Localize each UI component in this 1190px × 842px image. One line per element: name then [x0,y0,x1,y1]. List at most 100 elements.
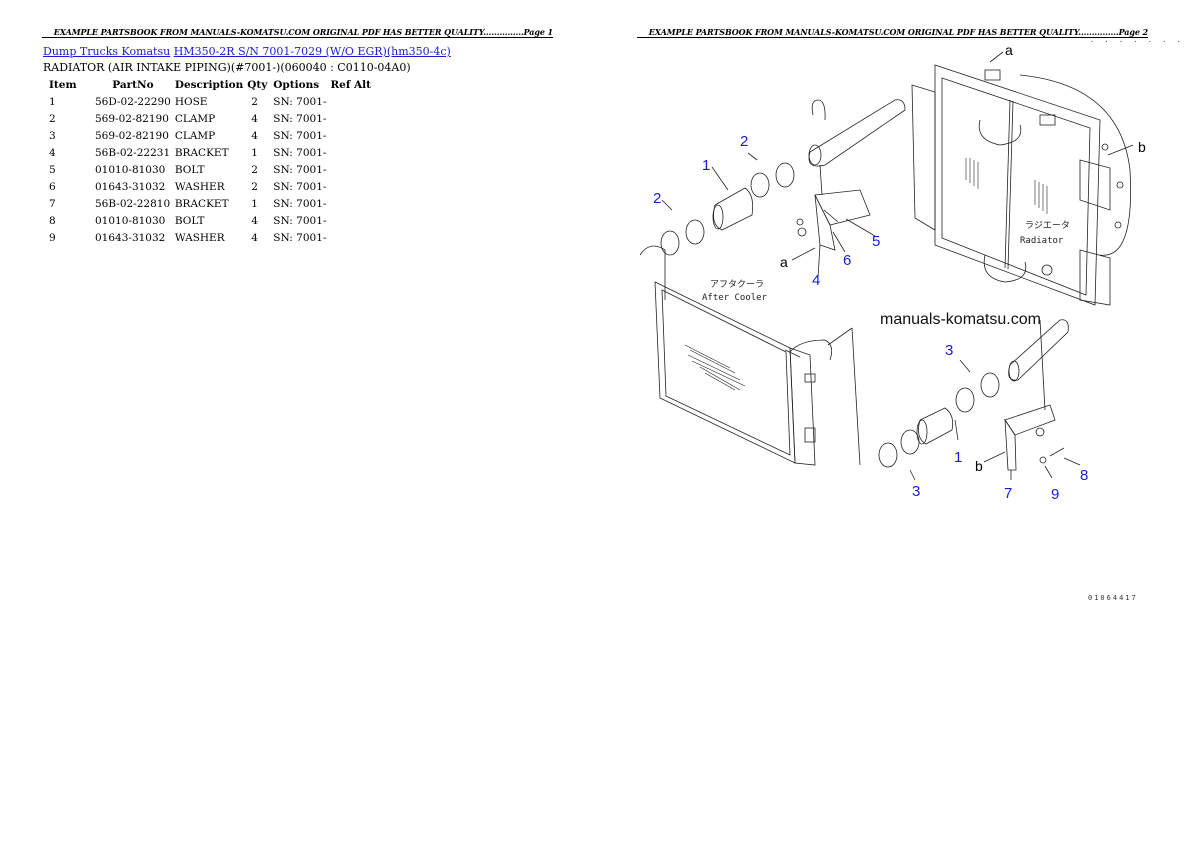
upper-pipe-assembly [660,99,906,279]
cell-options: SN: 7001- [273,112,327,125]
callout-7: 7 [1004,485,1012,502]
callout-9: 9 [1051,486,1059,503]
breadcrumb: Dump Trucks Komatsu HM350-2R S/N 7001-70… [43,45,451,58]
aftercooler-label: After Cooler [702,293,768,303]
callout-1: 1 [702,157,710,174]
cell-item: 4 [49,146,56,159]
cell-description: WASHER [174,231,225,244]
cell-options: SN: 7001- [273,214,327,227]
table-row: 6 01643-31032 WASHER 2 SN: 7001- [43,178,375,195]
radiator-drawing [911,64,1131,306]
ref-letter-a: a [1005,42,1013,58]
col-options: Options [273,78,320,91]
callout-2: 2 [653,190,661,207]
cell-description: HOSE [174,95,208,108]
callout-6: 6 [843,252,851,269]
cell-ref-alt [330,212,375,229]
cell-partno: 01643-31032 [95,180,166,193]
cell-item: 9 [49,231,56,244]
table-row: 2 569-02-82190 CLAMP 4 SN: 7001- [43,110,375,127]
ref-letter-b: b [975,458,983,474]
ref-letter-b: b [1138,139,1146,155]
cell-ref-alt [330,93,375,110]
cell-description: BOLT [174,163,205,176]
cell-qty: 1 [251,197,258,210]
cell-item: 2 [49,112,56,125]
callout-3: 3 [945,342,953,359]
cell-qty: 2 [251,163,258,176]
cell-partno: 56B-02-22810 [95,197,171,210]
cell-ref-alt [330,110,375,127]
cell-options: SN: 7001- [273,129,327,142]
cell-description: CLAMP [174,129,216,142]
callout-2: 2 [740,133,748,150]
col-description: Description [174,78,244,91]
table-row: 8 01010-81030 BOLT 4 SN: 7001- [43,212,375,229]
exploded-parts-diagram: ラジエータ Radiator アフタクーラ After Cooler manua… [640,42,1146,503]
cell-item: 3 [49,129,56,142]
lower-pipe-assembly [878,319,1081,481]
cell-description: CLAMP [174,112,216,125]
watermark: manuals-komatsu.com [880,311,1041,328]
cell-ref-alt [330,161,375,178]
cell-options: SN: 7001- [273,163,327,176]
table-row: 5 01010-81030 BOLT 2 SN: 7001- [43,161,375,178]
cell-partno: 56D-02-22290 [95,95,171,108]
cell-partno: 569-02-82190 [95,129,169,142]
cell-partno: 01010-81030 [95,214,166,227]
cell-item: 1 [49,95,56,108]
cell-options: SN: 7001- [273,146,327,159]
page-header: EXAMPLE PARTSBOOK FROM MANUALS-KOMATSU.C… [53,27,553,37]
cell-description: BRACKET [174,197,229,210]
table-row: 4 56B-02-22231 BRACKET 1 SN: 7001- [43,144,375,161]
cell-item: 6 [49,180,56,193]
table-row: 1 56D-02-22290 HOSE 2 SN: 7001- [43,93,375,110]
header-divider [637,37,1148,38]
cell-ref-alt [330,195,375,212]
table-row: 7 56B-02-22810 BRACKET 1 SN: 7001- [43,195,375,212]
cell-item: 5 [49,163,56,176]
dotted-mark: · · · · · · · [1090,38,1184,46]
aftercooler-label-jp: アフタクーラ [710,279,764,290]
cell-ref-alt [330,144,375,161]
callout-4: 4 [812,272,820,289]
cell-options: SN: 7001- [273,180,327,193]
cell-item: 8 [49,214,56,227]
ref-letter-a: a [780,254,788,270]
col-ref-alt: Ref Alt [330,78,372,91]
cell-partno: 01010-81030 [95,163,166,176]
cell-partno: 01643-31032 [95,231,166,244]
col-qty: Qty [247,78,268,91]
breadcrumb-category-link[interactable]: Dump Trucks Komatsu [43,45,171,58]
aftercooler-drawing [640,245,861,466]
cell-qty: 4 [251,231,258,244]
parts-list-page: EXAMPLE PARTSBOOK FROM MANUALS-KOMATSU.C… [42,27,553,38]
breadcrumb-model-link[interactable]: HM350-2R S/N 7001-7029 (W/O EGR)(hm350-4… [173,45,451,58]
callout-5: 5 [872,233,880,250]
cell-options: SN: 7001- [273,197,327,210]
cell-description: WASHER [174,180,225,193]
table-row: 3 569-02-82190 CLAMP 4 SN: 7001- [43,127,375,144]
cell-qty: 4 [251,112,258,125]
cell-qty: 1 [251,146,258,159]
diagram-page: EXAMPLE PARTSBOOK FROM MANUALS-KOMATSU.C… [595,0,1190,842]
radiator-label: Radiator [1020,236,1064,246]
cell-description: BOLT [174,214,205,227]
cell-qty: 2 [251,95,258,108]
callout-1: 1 [954,449,962,466]
radiator-label-jp: ラジエータ [1025,220,1070,231]
cell-qty: 4 [251,214,258,227]
cell-ref-alt [330,178,375,195]
drawing-id: 01064417 [1088,594,1138,602]
table-row: 9 01643-31032 WASHER 4 SN: 7001- [43,229,375,246]
cell-partno: 569-02-82190 [95,112,169,125]
cell-qty: 4 [251,129,258,142]
col-partno: PartNo [112,78,154,91]
col-item: Item [49,78,77,91]
reference-leaders [791,51,1134,463]
cell-qty: 2 [251,180,258,193]
cell-options: SN: 7001- [273,95,327,108]
callout-3: 3 [912,483,920,500]
section-title: RADIATOR (AIR INTAKE PIPING)(#7001-)(060… [43,61,411,74]
cell-options: SN: 7001- [273,231,327,244]
